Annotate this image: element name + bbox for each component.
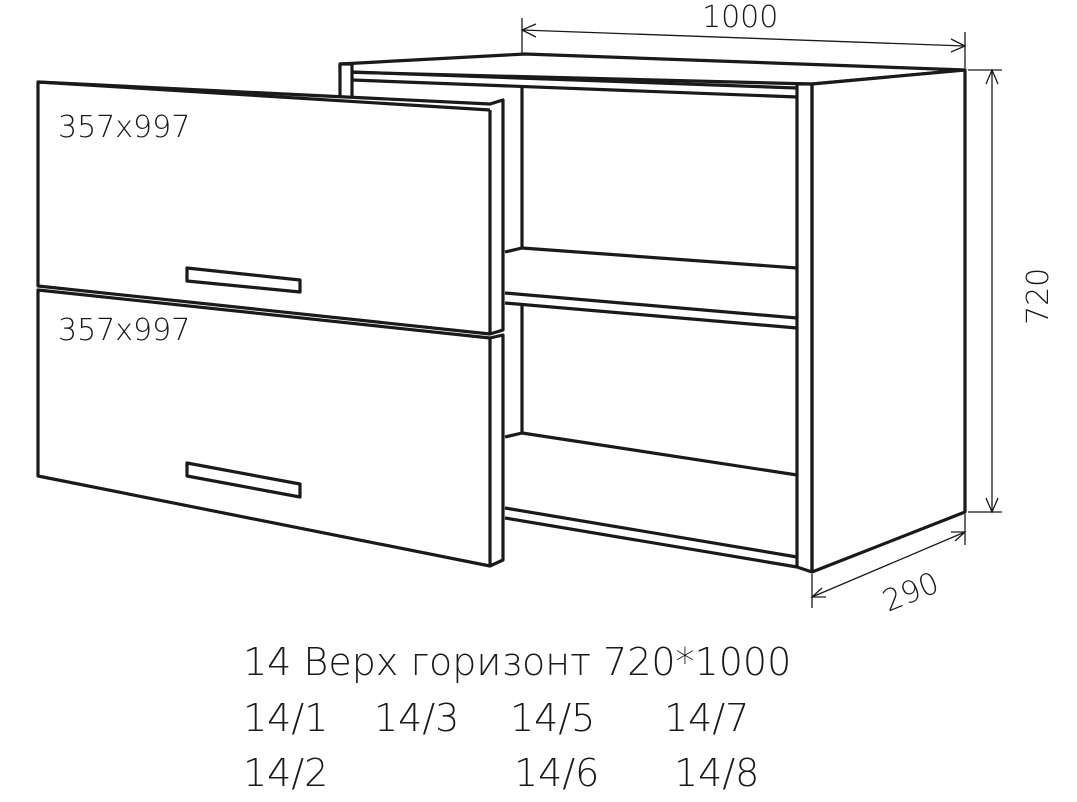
width-dimension-label: 1000: [702, 0, 778, 35]
cabinet-right-side: [810, 68, 967, 574]
variant-14-2: 14/2: [243, 751, 328, 795]
depth-dimension: [810, 514, 967, 608]
variant-14-1: 14/1: [243, 696, 328, 740]
variant-14-6: 14/6: [514, 751, 599, 795]
variant-14-5: 14/5: [510, 696, 595, 740]
variant-14-7: 14/7: [664, 696, 749, 740]
variant-14-8: 14/8: [674, 751, 759, 795]
width-dimension: [520, 18, 967, 68]
product-title: 14 Верх горизонт 720*1000: [243, 640, 791, 684]
door-top-label: 357x997: [58, 110, 190, 145]
height-dimension-label: 720: [1021, 268, 1056, 325]
door-bottom-label: 357x997: [58, 313, 190, 348]
door-handle-bottom: [185, 461, 302, 499]
shelf: [504, 246, 798, 330]
door-bottom: [36, 288, 505, 568]
variant-14-3: 14/3: [374, 696, 459, 740]
height-dimension: [968, 68, 1002, 514]
depth-dimension-label: 290: [878, 566, 944, 620]
door-handle-top: [185, 266, 302, 294]
door-top: [36, 80, 505, 336]
cabinet-bottom: [504, 431, 813, 574]
